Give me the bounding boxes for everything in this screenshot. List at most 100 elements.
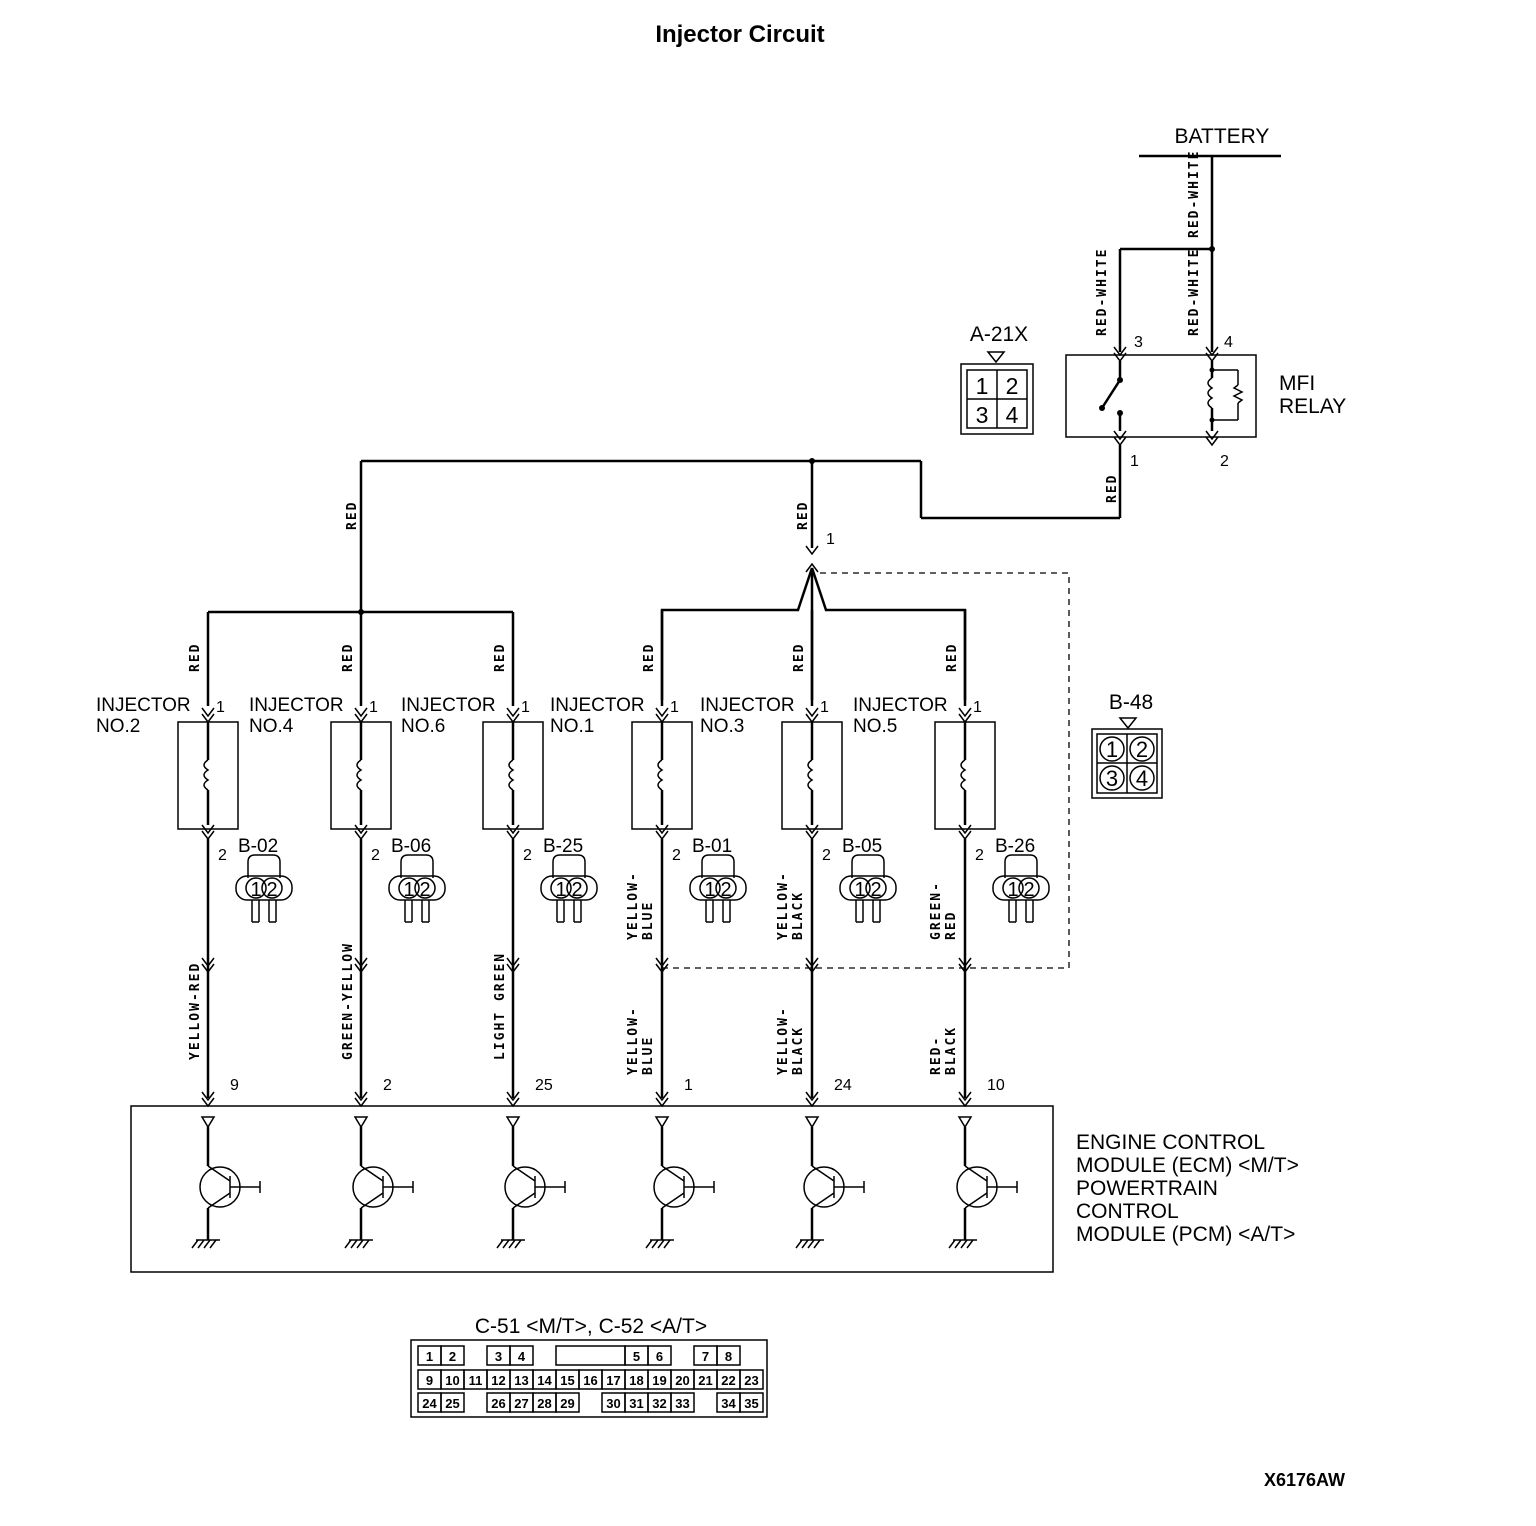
- conn-cell-1: 1: [1007, 879, 1018, 901]
- injector-name: INJECTOR: [401, 695, 496, 716]
- wire-label-top: RED: [792, 643, 807, 672]
- conn-cell-2: 2: [266, 879, 277, 901]
- connector-label: B-25: [543, 836, 583, 857]
- injector-number: NO.1: [550, 716, 594, 737]
- pin-bottom: 2: [822, 847, 831, 864]
- wire-label-relay-in-left: RED-WHITE: [1095, 248, 1110, 336]
- a21x-cell-2: 2: [1006, 373, 1019, 399]
- ecm-cell: 24: [422, 1396, 437, 1411]
- ecm-cell: 3: [495, 1349, 502, 1364]
- wire-label-bottom-1: YELLOW-: [776, 1006, 791, 1075]
- pin-bottom: 2: [218, 847, 227, 864]
- b48-cell-2: 2: [1136, 737, 1148, 762]
- b48-cell-3: 3: [1106, 766, 1118, 791]
- relay-label-2: RELAY: [1279, 395, 1346, 418]
- ecm-label-line-1: ENGINE CONTROL: [1076, 1131, 1265, 1154]
- wire-label-mid-2: BLUE: [641, 901, 656, 940]
- ecm-label-line-5: MODULE (PCM) <A/T>: [1076, 1223, 1295, 1246]
- ecm-pin: 25: [535, 1077, 553, 1094]
- driver-transistor-5: [948, 1116, 1018, 1249]
- injector-name: INJECTOR: [249, 695, 344, 716]
- injector-number: NO.4: [249, 716, 294, 737]
- relay-pin-1: 1: [1130, 453, 1139, 470]
- ecm-module: ENGINE CONTROL MODULE (ECM) <M/T> POWERT…: [130, 1105, 1299, 1273]
- ecm-cell: 29: [560, 1396, 574, 1411]
- a21x-cell-4: 4: [1006, 402, 1019, 428]
- ecm-label-line-3: POWERTRAIN: [1076, 1177, 1218, 1200]
- connector-a-21x-label: A-21X: [970, 323, 1028, 346]
- wire-label-mid-2: BLACK: [791, 891, 806, 940]
- injector-name: INJECTOR: [853, 695, 948, 716]
- injector-name: INJECTOR: [700, 695, 795, 716]
- wire-label-bottom-2: BLACK: [944, 1026, 959, 1075]
- ecm-cell: 8: [725, 1349, 732, 1364]
- wire-label-mid-1: YELLOW-: [776, 871, 791, 940]
- wire-label-battery: RED-WHITE: [1187, 150, 1202, 238]
- ecm-cell: 28: [537, 1396, 551, 1411]
- pin-bottom: 2: [371, 847, 380, 864]
- ecm-cell: 16: [583, 1373, 597, 1388]
- conn-cell-1: 1: [854, 879, 865, 901]
- ecm-label-line-4: CONTROL: [1076, 1200, 1179, 1223]
- wire-label-bus-right: RED: [796, 501, 811, 530]
- relay-label-1: MFI: [1279, 372, 1315, 395]
- driver-transistor-1: [344, 1116, 414, 1249]
- ecm-pin: 1: [684, 1077, 693, 1094]
- wire-label-relay-in-right: RED-WHITE: [1187, 248, 1202, 336]
- pin-bottom: 2: [672, 847, 681, 864]
- ecm-cell: 4: [518, 1349, 526, 1364]
- ecm-pin: 9: [230, 1077, 239, 1094]
- ecm-cell: 19: [652, 1373, 666, 1388]
- battery-label: BATTERY: [1175, 125, 1270, 148]
- ecm-cell: 2: [449, 1349, 456, 1364]
- injector-number: NO.6: [401, 716, 445, 737]
- conn-cell-1: 1: [250, 879, 261, 901]
- ecm-cell: 1: [426, 1349, 433, 1364]
- wire-label-top: RED: [188, 643, 203, 672]
- ecm-cell: 35: [744, 1396, 758, 1411]
- figure-code: X6176AW: [1264, 1470, 1345, 1490]
- connector-label: B-06: [391, 836, 431, 857]
- ecm-driver-group: [191, 1116, 1018, 1249]
- wire-label-top: RED: [945, 643, 960, 672]
- injector-name: INJECTOR: [96, 695, 191, 716]
- conn-cell-2: 2: [1023, 879, 1034, 901]
- a21x-cell-1: 1: [976, 373, 989, 399]
- a21x-cell-3: 3: [976, 402, 989, 428]
- conn-cell-1: 1: [403, 879, 414, 901]
- ecm-cell: 30: [606, 1396, 620, 1411]
- wire-label-bottom-1: YELLOW-: [626, 1006, 641, 1075]
- ecm-connector-label: C-51 <M/T>, C-52 <A/T>: [475, 1315, 707, 1338]
- pin-top: 1: [369, 699, 378, 716]
- wire-label-bottom-2: BLUE: [641, 1036, 656, 1075]
- ecm-cell: 13: [514, 1373, 528, 1388]
- connector-b-48-label: B-48: [1109, 691, 1153, 714]
- wire-label-top: RED: [493, 643, 508, 672]
- pin-top: 1: [521, 699, 530, 716]
- wire-label-bottom: GREEN-YELLOW: [341, 942, 356, 1060]
- ecm-cell: 20: [675, 1373, 689, 1388]
- ecm-cell: 21: [698, 1373, 712, 1388]
- pin-bottom: 2: [523, 847, 532, 864]
- wire-label-bottom-2: BLACK: [791, 1026, 806, 1075]
- wire-label-bus-left: RED: [345, 501, 360, 530]
- ecm-cell: 15: [560, 1373, 574, 1388]
- ecm-cell: 14: [537, 1373, 552, 1388]
- driver-transistor-4: [795, 1116, 865, 1249]
- b48-cell-1: 1: [1106, 737, 1118, 762]
- conn-cell-2: 2: [419, 879, 430, 901]
- injector-number: NO.5: [853, 716, 897, 737]
- driver-transistor-3: [645, 1116, 715, 1249]
- supply-bus: RED RED 1: [208, 458, 1070, 969]
- wire-label-relay-out: RED: [1105, 474, 1120, 503]
- joint-pin-1: 1: [826, 531, 835, 548]
- ecm-cell: 9: [426, 1373, 433, 1388]
- mfi-relay: 3 4 1 2 MFI RELAY RED: [919, 334, 1346, 520]
